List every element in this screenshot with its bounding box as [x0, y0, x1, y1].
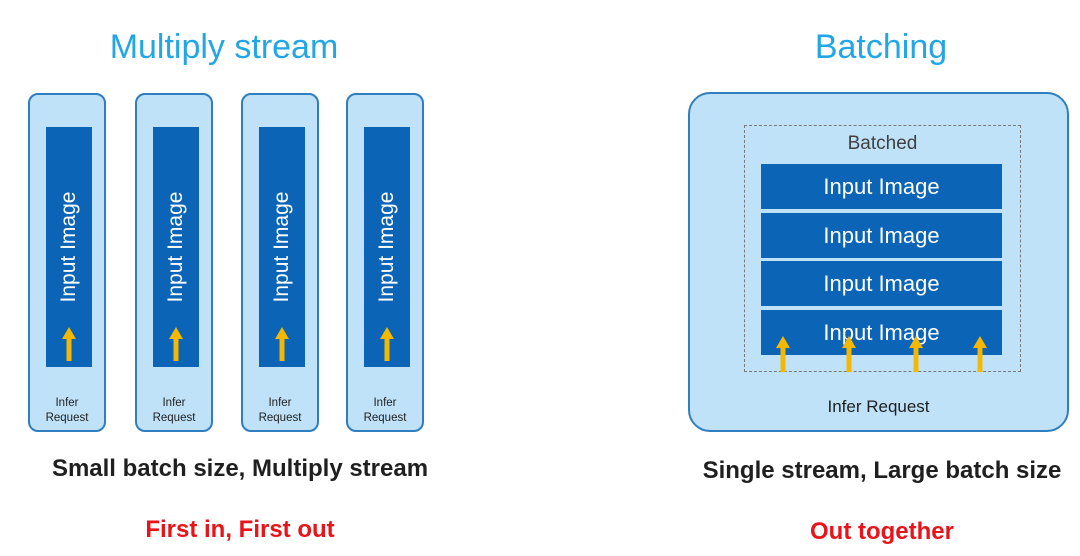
infer-request-line2: Request: [258, 412, 302, 424]
left-caption: Small batch size, Multiply stream: [51, 455, 429, 482]
right-caption: Single stream, Large batch size: [702, 457, 1062, 484]
infer-request-line1: Infer: [373, 397, 397, 409]
input-image-block: Input Image: [153, 127, 199, 367]
infer-request-line2: Request: [45, 412, 89, 424]
input-image-label: Input Image: [57, 191, 80, 303]
batched-label: Batched: [847, 133, 918, 154]
batching-title: Batching: [814, 28, 948, 66]
arrow-up-icon: [842, 336, 856, 372]
arrow-up-icon: [973, 336, 987, 372]
stream-box: Input Image Infer Request: [241, 93, 319, 432]
input-image-label: Input Image: [270, 191, 293, 303]
infer-request-label: Infer Request: [30, 396, 104, 426]
arrow-up-icon: [275, 327, 289, 361]
batch-input-image: Input Image: [761, 213, 1002, 258]
input-image-label: Input Image: [375, 191, 398, 303]
infer-request-label: Infer Request: [243, 396, 317, 426]
infer-request-label: Infer Request: [827, 397, 930, 416]
input-image-block: Input Image: [46, 127, 92, 367]
infer-request-line2: Request: [363, 412, 407, 424]
arrow-up-icon: [62, 327, 76, 361]
infer-request-label: Infer Request: [137, 396, 211, 426]
batch-input-image: Input Image: [761, 261, 1002, 306]
input-image-block: Input Image: [364, 127, 410, 367]
batch-input-image: Input Image: [761, 310, 1002, 355]
multiply-stream-title: Multiply stream: [109, 28, 339, 66]
infer-request-line1: Infer: [55, 397, 79, 409]
arrow-up-icon: [380, 327, 394, 361]
stream-box: Input Image Infer Request: [28, 93, 106, 432]
input-image-block: Input Image: [259, 127, 305, 367]
infer-request-line1: Infer: [162, 397, 186, 409]
infer-request-line1: Infer: [268, 397, 292, 409]
arrow-up-icon: [776, 336, 790, 372]
stream-box: Input Image Infer Request: [135, 93, 213, 432]
batch-input-image: Input Image: [761, 164, 1002, 209]
stream-box: Input Image Infer Request: [346, 93, 424, 432]
infer-request-label: Infer Request: [348, 396, 422, 426]
right-note: Out together: [810, 518, 954, 545]
left-note: First in, First out: [145, 516, 335, 543]
batched-group-outline: [744, 125, 1021, 372]
arrow-up-icon: [909, 336, 923, 372]
arrow-up-icon: [169, 327, 183, 361]
input-image-label: Input Image: [164, 191, 187, 303]
infer-request-line2: Request: [152, 412, 196, 424]
